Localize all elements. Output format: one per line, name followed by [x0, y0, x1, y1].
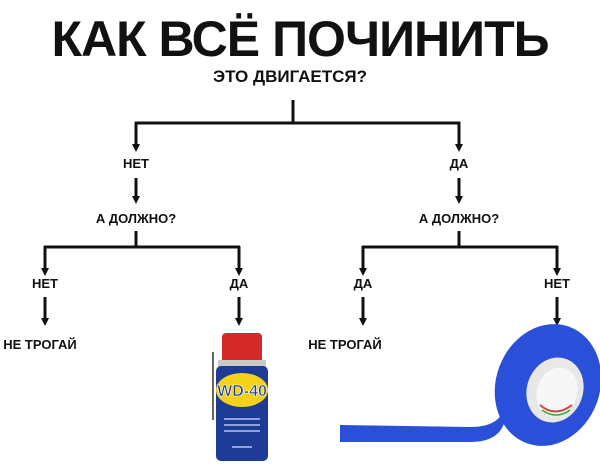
right-left-answer: ДА [354, 276, 373, 291]
right-answer: ДА [450, 156, 469, 171]
left-left-answer: НЕТ [32, 276, 58, 291]
blue-tape-image [340, 324, 600, 446]
left-result-text: НЕ ТРОГАЙ [3, 337, 77, 352]
root-question: ЭТО ДВИГАЕТСЯ? [213, 67, 367, 86]
right-question: А ДОЛЖНО? [419, 211, 499, 226]
left-right-answer: ДА [230, 276, 249, 291]
left-connectors [41, 231, 243, 276]
right-result-text: НЕ ТРОГАЙ [308, 337, 382, 352]
page-title: КАК ВСЁ ПОЧИНИТЬ [51, 11, 548, 67]
wd40-can-image: WD-40 [212, 333, 268, 461]
left-answer: НЕТ [123, 156, 149, 171]
right-connectors [359, 231, 561, 276]
left-question: А ДОЛЖНО? [96, 211, 176, 226]
svg-text:WD-40: WD-40 [217, 383, 267, 400]
root-connectors [132, 100, 463, 152]
right-right-answer: НЕТ [544, 276, 570, 291]
